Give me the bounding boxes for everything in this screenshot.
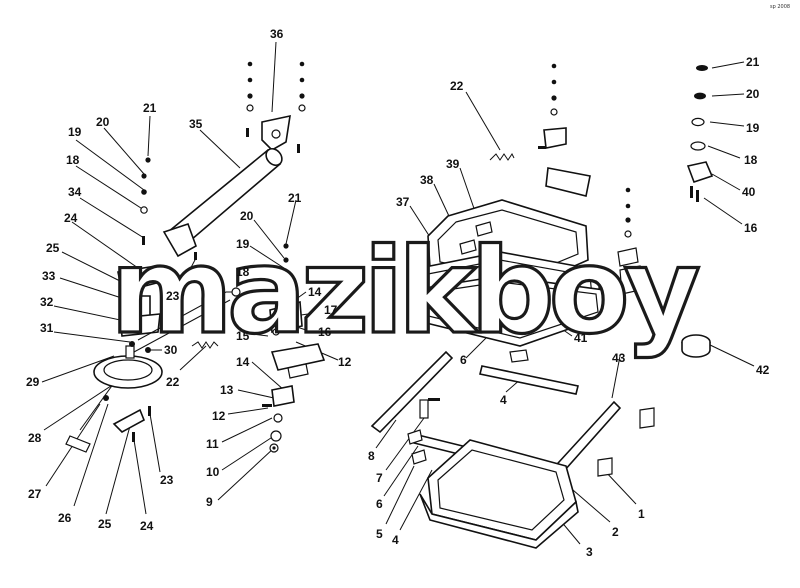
callout-6a: 6 <box>460 353 467 367</box>
lid-assembly <box>411 199 607 347</box>
callout-26: 26 <box>58 511 72 525</box>
callout-43: 43 <box>612 351 626 365</box>
callout-34: 34 <box>68 185 82 199</box>
callout-20b: 20 <box>240 209 254 223</box>
callout-19: 19 <box>68 125 82 139</box>
base-frame <box>419 439 579 549</box>
mid-assembly <box>237 243 326 453</box>
callout-16b: 16 <box>744 221 758 235</box>
callout-29: 29 <box>26 375 40 389</box>
tube-35 <box>162 147 283 258</box>
callout-2: 2 <box>612 525 619 539</box>
callout-18c: 18 <box>744 153 758 167</box>
callout-23a: 23 <box>166 289 180 303</box>
callout-37: 37 <box>396 195 410 209</box>
bracket-12 <box>270 343 326 371</box>
hinge-40 <box>686 161 714 184</box>
callout-4a: 4 <box>500 393 507 407</box>
callout-36: 36 <box>270 27 284 41</box>
callout-1: 1 <box>638 507 645 521</box>
callout-9: 9 <box>206 495 213 509</box>
callout-22: 22 <box>166 375 180 389</box>
callout-4b: 4 <box>392 533 399 547</box>
callout-14b: 14 <box>236 355 250 369</box>
callout-13: 13 <box>220 383 234 397</box>
callout-16a: 16 <box>318 325 332 339</box>
corner-stamp: sp 2008 <box>770 4 790 10</box>
callout-40: 40 <box>742 185 756 199</box>
callout-11: 11 <box>206 437 219 451</box>
callout-21: 21 <box>143 101 157 115</box>
callout-25b: 25 <box>98 517 112 531</box>
callout-7: 7 <box>376 471 383 485</box>
callout-numbers: 36 35 21 20 19 18 34 24 25 33 32 31 30 2… <box>26 27 770 559</box>
watermark: mazikboy <box>110 222 699 360</box>
callout-23b: 23 <box>160 473 174 487</box>
callout-22b: 22 <box>450 79 464 93</box>
callout-12a: 12 <box>338 355 352 369</box>
callout-15: 15 <box>236 329 250 343</box>
cap-42 <box>681 334 711 358</box>
callout-31: 31 <box>40 321 54 335</box>
right-assembly <box>681 65 714 358</box>
callout-39: 39 <box>446 157 460 171</box>
callout-38: 38 <box>420 173 434 187</box>
hinge-bracket-left <box>117 265 161 293</box>
callout-33: 33 <box>42 269 56 283</box>
callout-8: 8 <box>368 449 375 463</box>
callout-18b: 18 <box>236 265 250 279</box>
callout-41: 41 <box>574 331 588 345</box>
callout-32: 32 <box>40 295 54 309</box>
callout-25: 25 <box>46 241 60 255</box>
callout-42: 42 <box>756 363 770 377</box>
callout-20: 20 <box>96 115 110 129</box>
callout-18: 18 <box>66 153 80 167</box>
callout-17: 17 <box>324 303 338 317</box>
callout-12b: 12 <box>212 409 226 423</box>
callout-28: 28 <box>28 431 42 445</box>
left-assembly <box>65 61 306 453</box>
callout-21c: 21 <box>746 55 760 69</box>
callout-35: 35 <box>189 117 203 131</box>
callout-27: 27 <box>28 487 42 501</box>
callout-20c: 20 <box>746 87 760 101</box>
callout-21b: 21 <box>288 191 302 205</box>
callout-24b: 24 <box>140 519 154 533</box>
callout-6b: 6 <box>376 497 383 511</box>
callout-14a: 14 <box>308 285 322 299</box>
center-assembly <box>370 63 655 549</box>
callout-10: 10 <box>206 465 220 479</box>
callout-19c: 19 <box>746 121 760 135</box>
callout-3: 3 <box>586 545 593 559</box>
callout-24: 24 <box>64 211 78 225</box>
fastener-column-left <box>246 61 306 153</box>
callout-5: 5 <box>376 527 383 541</box>
callout-19b: 19 <box>236 237 250 251</box>
callout-30: 30 <box>164 343 178 357</box>
